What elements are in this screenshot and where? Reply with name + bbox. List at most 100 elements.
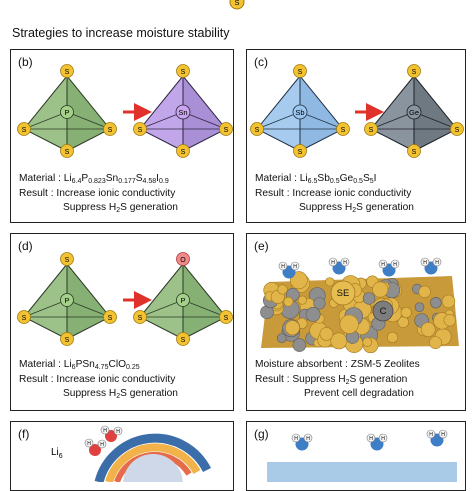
section-heading: Strategies to increase moisture stabilit… (12, 26, 230, 40)
subscript: 2 (116, 207, 121, 214)
sn-tetrahedron: Sn S S S S (133, 64, 233, 158)
atom-label: H (381, 262, 385, 268)
panel-label: (f) (18, 427, 30, 441)
atom-label: S (108, 315, 113, 322)
result-label: Result : (19, 187, 57, 199)
result-text: Increase ionic conductivity (56, 373, 176, 385)
panel-c: (c) Sb S S S S (246, 49, 466, 223)
panel-b-tetrahedra-diagram: P S S S S Sn S S S (17, 64, 233, 158)
atom-label: S (298, 149, 303, 156)
atom-label: S (181, 337, 186, 344)
electrolyte-particle (339, 314, 359, 334)
atom-label: H (306, 436, 310, 442)
formula-element: Sn (105, 173, 119, 184)
absorbent-line: Moisture absorbent : ZSM-5 Zeolites (255, 359, 420, 370)
atom-label: H (393, 262, 397, 268)
formula-element: PSn (75, 359, 95, 370)
atom-label: S (181, 149, 186, 156)
formula-element: Ge (339, 173, 354, 184)
panel-f: (f) Li6 H H H H (10, 421, 234, 491)
atom-label: H (87, 441, 91, 447)
formula-subscript: 0.177 (118, 178, 136, 185)
result-line-1: Result : Increase ionic conductivity (19, 187, 178, 202)
atom-label: H (435, 260, 439, 266)
atom-label: S (65, 69, 70, 76)
middle-coating-ring (105, 443, 201, 482)
formula-subscript: 0.25 (126, 364, 140, 371)
result-label: Result : (255, 187, 293, 199)
panel-f-diagram: Li6 H H H H (51, 425, 212, 482)
formula-subscript: 6.4 (71, 178, 82, 185)
result-text: Increase ionic conductivity (56, 187, 176, 199)
atom-label: H (100, 442, 104, 448)
electrolyte-particle-layer (260, 271, 459, 354)
atom-label: H (331, 260, 335, 266)
result-text: Suppress H (299, 202, 353, 213)
electrolyte-particle (441, 294, 456, 309)
atom-label: S (22, 315, 27, 322)
electrolyte-particle (277, 284, 288, 295)
atom-label: Sb (295, 108, 304, 117)
result-text: S generation (120, 202, 178, 213)
atom-label: S (22, 127, 27, 134)
electrolyte-particle (297, 295, 307, 305)
material-label: Material : (19, 359, 64, 370)
electrolyte-particle (319, 327, 334, 341)
atom-label: S (298, 69, 303, 76)
atom-label: H (103, 428, 107, 434)
top-cropped-sulfur-atom: S (229, 0, 245, 10)
material-formula: Li6.5Sb0.5Ge0.5S5I (300, 173, 377, 185)
sb-tetrahedron: Sb S S S S (250, 64, 350, 158)
panel-b: (b) P S S S S (10, 49, 234, 223)
electrolyte-particle (362, 337, 373, 347)
p-tetrahedron: P S S S S (17, 64, 117, 158)
formula-subscript: 0.823 (88, 178, 106, 185)
coated-layer (267, 462, 457, 482)
result-line-2: Suppress H2S generation (19, 201, 178, 216)
atom-label: S (65, 149, 70, 156)
material-label: Material : (255, 173, 300, 184)
panel-c-tetrahedra-diagram: Sb S S S S Ge S S S (250, 64, 464, 158)
electrolyte-particle (325, 277, 335, 287)
panel-d: (d) P S S S S (10, 233, 234, 411)
atom-label: H (381, 436, 385, 442)
atom-label: P (64, 296, 69, 305)
subscript: 2 (345, 378, 350, 386)
water-molecule: H H (84, 438, 107, 456)
result-line-2: Prevent cell degradation (304, 388, 414, 399)
atom-label: H (441, 432, 445, 438)
result-text: Increase ionic conductivity (292, 187, 412, 199)
carbon-particle (372, 300, 394, 322)
panel-c-description: Material : Li6.5Sb0.5Ge0.5S5I Result : I… (255, 172, 414, 216)
formula-element: Sb (317, 173, 330, 184)
atom-label: H (343, 260, 347, 266)
result-text: Suppress H (292, 373, 346, 385)
atom-label: C (380, 306, 387, 317)
se-particle-label: SE (337, 288, 350, 299)
result-text: Suppress H (63, 202, 117, 213)
result-line-1: Result : Increase ionic conductivity (255, 187, 414, 202)
atom-label: S (138, 315, 143, 322)
atom-label: S (181, 69, 186, 76)
panel-label: (g) (254, 427, 269, 441)
atom-label: S (341, 127, 346, 134)
result-text: S generation (356, 202, 414, 213)
zeolite-particle (430, 296, 442, 309)
atom-label: H (423, 260, 427, 266)
material-label: Material : (19, 173, 64, 184)
result-line-2: Suppress H2S generation (255, 201, 414, 216)
formula-element: I (373, 173, 377, 184)
atom-label: S (369, 127, 374, 134)
electrolyte-particle (284, 320, 300, 336)
material-line: Material : Li6.5Sb0.5Ge0.5S5I (255, 172, 414, 187)
formula-subscript: 6.5 (307, 178, 318, 185)
